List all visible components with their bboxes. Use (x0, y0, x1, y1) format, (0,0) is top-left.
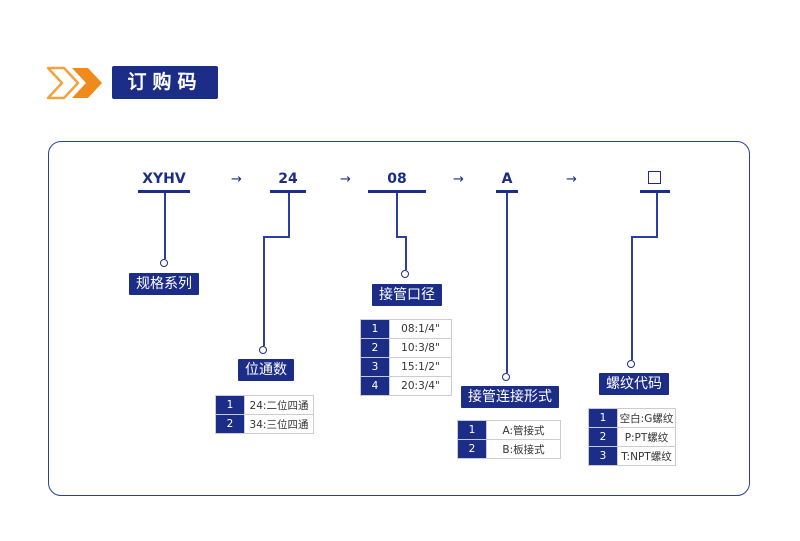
code-ports-underline (270, 190, 306, 193)
double-chevron-icon (46, 66, 102, 100)
label-spec-series: 规格系列 (129, 273, 199, 295)
connector-line (164, 193, 166, 259)
connector-line (288, 193, 290, 237)
page-title: 订购码 (112, 66, 218, 99)
connector-dot (401, 270, 409, 278)
connector-line (263, 236, 290, 238)
arrow-right-icon: → (340, 172, 351, 187)
connector-dot (627, 360, 635, 368)
connector-line (631, 236, 633, 360)
label-thread-code: 螺纹代码 (599, 373, 669, 395)
label-connection-type: 接管连接形式 (461, 386, 559, 408)
code-size: 08 (387, 171, 407, 187)
code-connection: A (501, 171, 513, 187)
connector-line (396, 236, 406, 238)
empty-box-icon (648, 171, 661, 184)
connector-dot (259, 346, 267, 354)
connector-line (506, 193, 508, 373)
code-series: XYHV (142, 171, 186, 187)
connector-line (631, 236, 658, 238)
connector-line (396, 193, 398, 237)
connector-dot (502, 373, 510, 381)
label-port-size: 接管口径 (372, 284, 442, 306)
connector-line (405, 236, 407, 270)
code-connection-underline (496, 190, 518, 193)
code-size-underline (368, 190, 426, 193)
arrow-right-icon: → (453, 172, 464, 187)
arrow-right-icon: → (566, 172, 577, 187)
label-ports: 位通数 (238, 359, 294, 381)
connector-line (656, 193, 658, 237)
code-ports: 24 (278, 171, 298, 187)
connector-dot (160, 259, 168, 267)
code-thread-underline (640, 190, 670, 193)
order-code-frame (48, 141, 750, 496)
arrow-right-icon: → (231, 172, 242, 187)
connector-line (263, 236, 265, 346)
code-series-underline (138, 190, 190, 193)
